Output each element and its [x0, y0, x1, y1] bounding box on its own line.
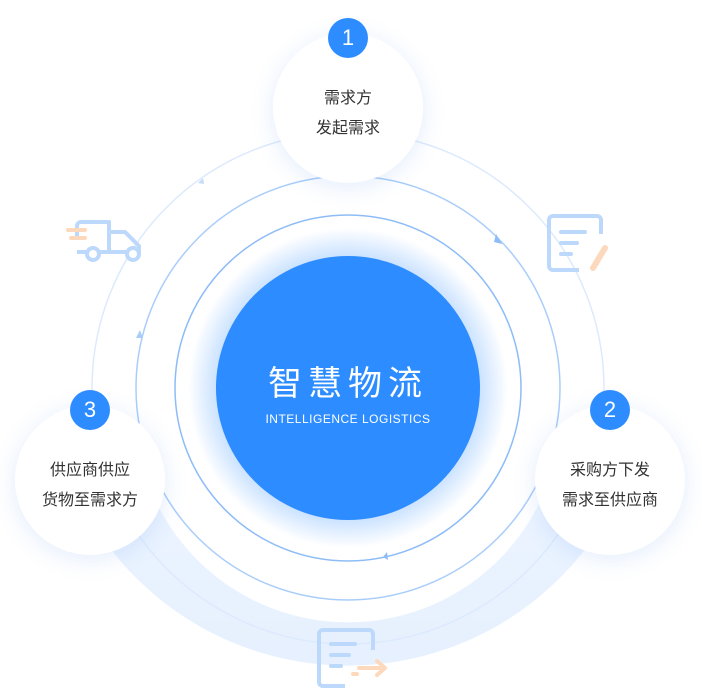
document-transfer-icon [317, 628, 387, 688]
inner-ring [174, 214, 522, 562]
arrow-icon [383, 552, 388, 560]
step-3-badge: 3 [70, 390, 110, 430]
core-title: 智慧物流 [268, 364, 428, 404]
step-3-node: 供应商供应货物至需求方 [15, 405, 165, 555]
step-1-line2: 发起需求 [315, 118, 380, 137]
step-2-line2: 需求至供应商 [561, 490, 658, 509]
core-circle [216, 256, 480, 520]
arrow-icon [494, 234, 502, 244]
step-2-badge: 2 [590, 390, 630, 430]
arrow-icon [136, 330, 143, 338]
arrow-icon [198, 178, 204, 184]
shaded-band [55, 430, 641, 666]
step-3-line1: 供应商供应 [49, 460, 130, 479]
core-subtitle: INTELLIGENCE LOGISTICS [265, 412, 431, 426]
step-1-badge: 1 [328, 18, 368, 58]
step-3-line2: 货物至需求方 [41, 490, 138, 509]
document-edit-icon [547, 214, 608, 272]
truck-icon [66, 220, 141, 262]
step-2-line1: 采购方下发 [569, 460, 650, 479]
step-2-node: 采购方下发需求至供应商 [535, 405, 685, 555]
step-1-line1: 需求方 [323, 88, 372, 107]
step-1-node: 需求方发起需求 [273, 33, 423, 183]
